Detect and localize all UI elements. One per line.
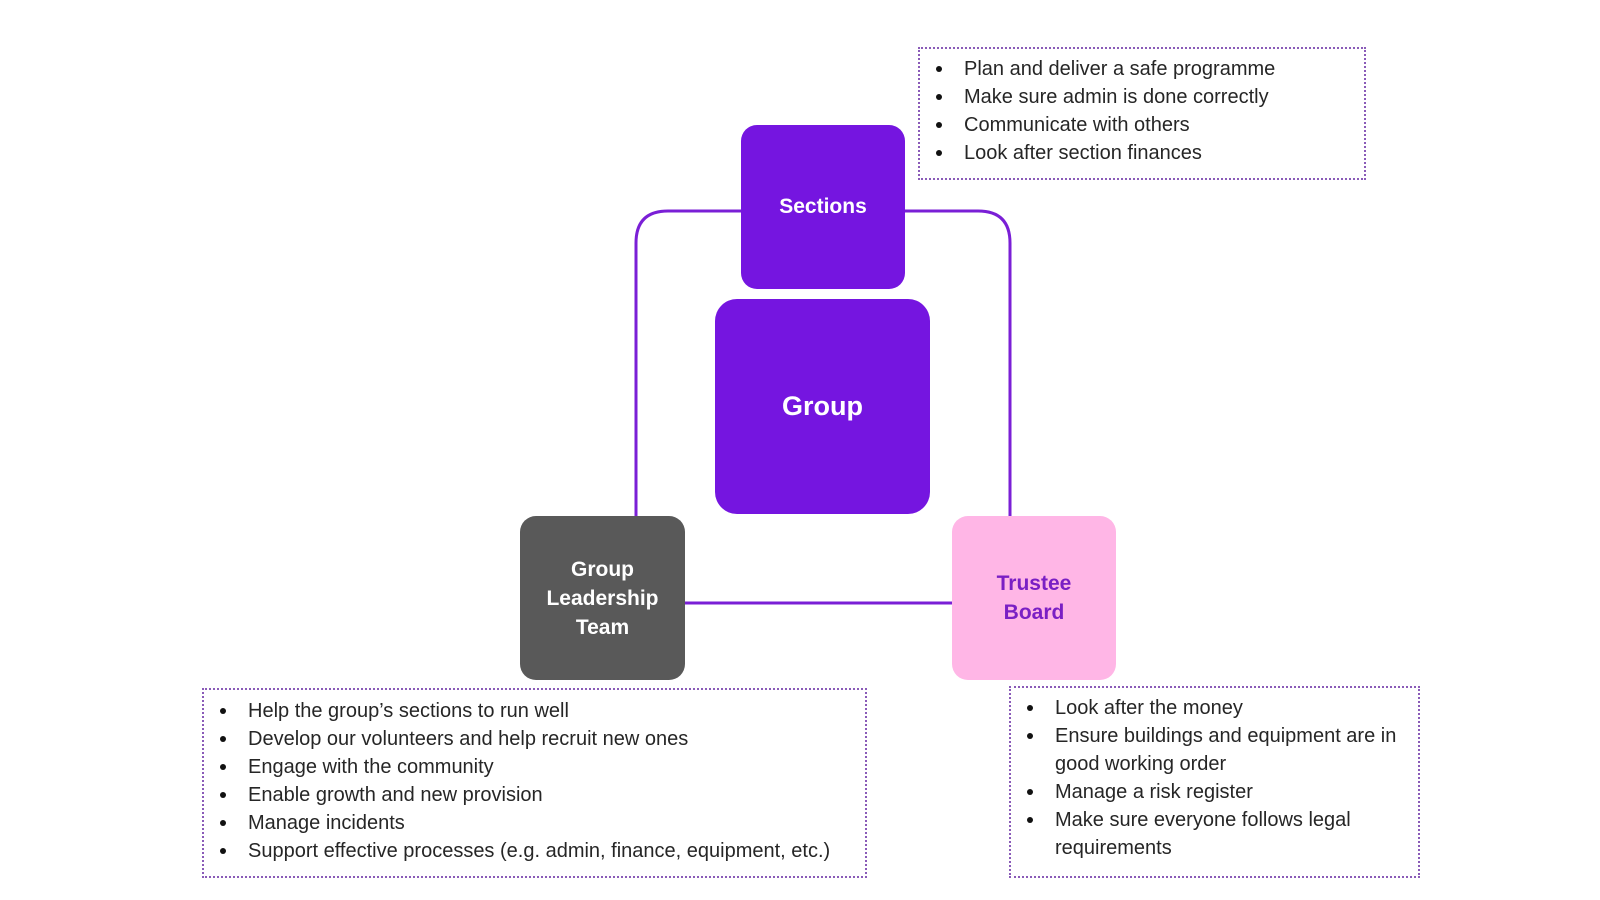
list-item: Enable growth and new provision bbox=[204, 781, 865, 809]
connector-sections-to-glt bbox=[634, 209, 741, 516]
trustee-board-node: Trustee Board bbox=[952, 516, 1116, 680]
group-leadership-team-responsibilities-list: Help the group’s sections to run well De… bbox=[204, 697, 865, 865]
trustee-board-responsibilities-box: Look after the money Ensure buildings an… bbox=[1009, 686, 1420, 878]
group-leadership-team-node: Group Leadership Team bbox=[520, 516, 685, 680]
sections-responsibilities-list: Plan and deliver a safe programme Make s… bbox=[920, 55, 1364, 167]
list-item: Make sure admin is done correctly bbox=[920, 83, 1364, 111]
list-item: Communicate with others bbox=[920, 111, 1364, 139]
list-item: Support effective processes (e.g. admin,… bbox=[204, 837, 865, 865]
group-leadership-team-responsibilities-box: Help the group’s sections to run well De… bbox=[202, 688, 867, 878]
trustee-board-responsibilities-list: Look after the money Ensure buildings an… bbox=[1011, 694, 1418, 862]
sections-node: Sections bbox=[741, 125, 905, 289]
group-label: Group bbox=[782, 391, 863, 421]
list-item: Ensure buildings and equipment are in go… bbox=[1011, 722, 1418, 778]
list-item: Develop our volunteers and help recruit … bbox=[204, 725, 865, 753]
group-node: Group bbox=[715, 299, 930, 514]
trustee-board-label: Trustee Board bbox=[996, 572, 1072, 624]
connector-sections-to-trustee bbox=[905, 209, 1012, 516]
list-item: Look after the money bbox=[1011, 694, 1418, 722]
list-item: Plan and deliver a safe programme bbox=[920, 55, 1364, 83]
list-item: Look after section finances bbox=[920, 139, 1364, 167]
list-item: Engage with the community bbox=[204, 753, 865, 781]
list-item: Make sure everyone follows legal require… bbox=[1011, 806, 1418, 862]
list-item: Manage a risk register bbox=[1011, 778, 1418, 806]
list-item: Help the group’s sections to run well bbox=[204, 697, 865, 725]
sections-responsibilities-box: Plan and deliver a safe programme Make s… bbox=[918, 47, 1366, 180]
group-leadership-team-label: Group Leadership Team bbox=[546, 557, 659, 639]
sections-label: Sections bbox=[779, 195, 867, 218]
list-item: Manage incidents bbox=[204, 809, 865, 837]
